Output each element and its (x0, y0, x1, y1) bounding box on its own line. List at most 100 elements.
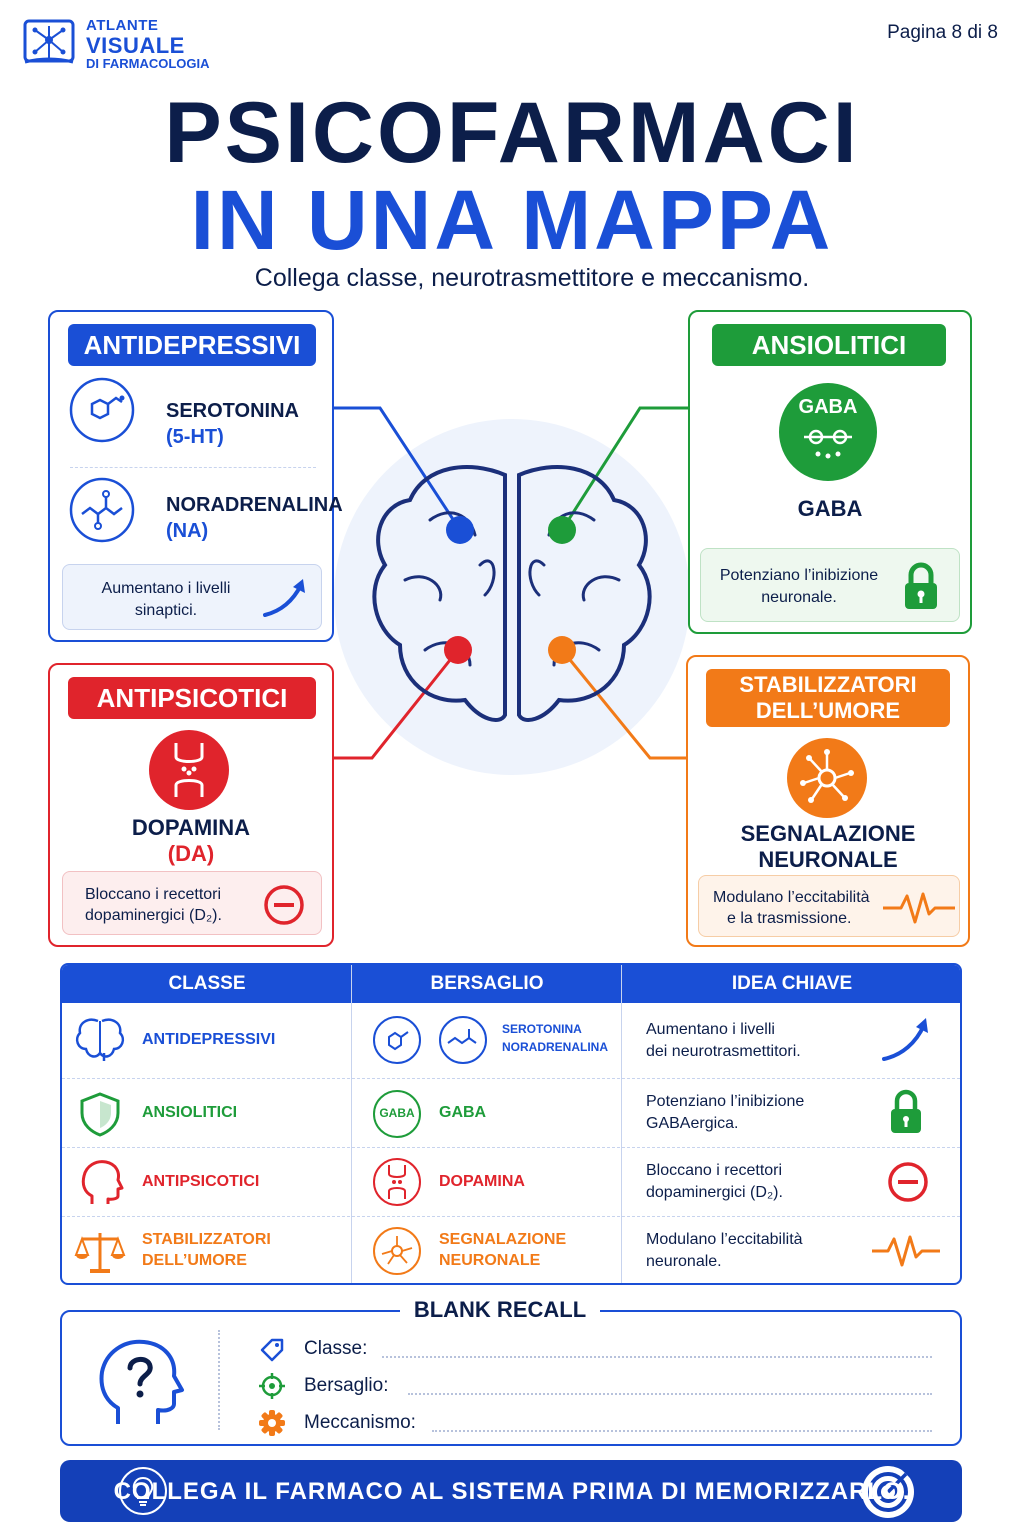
table-row: ANTIDEPRESSIVI SEROTONINA NORADRENALINA … (62, 1003, 960, 1078)
molecule-icon (69, 377, 135, 443)
row-idea-line1: Modulano l’eccitabilità (646, 1231, 803, 1248)
row-classe: ANSIOLITICI (142, 1104, 238, 1121)
gaba-receptor-icon (373, 1090, 421, 1138)
recall-field-meccanismo-label: Meccanismo: (304, 1412, 416, 1433)
row-idea-line1: Aumentano i livelli (646, 1021, 775, 1038)
divider (351, 965, 352, 1283)
card-title: ANTIPSICOTICI (68, 677, 316, 719)
table-header-classe: CLASSE (168, 973, 246, 994)
row-idea-line2: dei neurotrasmettitori. (646, 1043, 801, 1060)
card-ansiolitici: ANSIOLITICI GABA GABA Potenziano l’inibi… (688, 310, 972, 634)
recall-field-bersaglio-label: Bersaglio: (304, 1375, 389, 1396)
row-idea-line2: neuronale. (646, 1253, 722, 1270)
row-idea-line2: GABAergica. (646, 1115, 739, 1132)
divider (62, 1147, 960, 1148)
neuron-network-icon (787, 738, 867, 818)
target-name-1: SEROTONINA (166, 400, 299, 422)
arrow-up-icon (263, 579, 305, 617)
card-note-text: Potenziano l’inibizione neuronale. (719, 567, 879, 606)
card-note-line1: Modulano l’eccitabilità (713, 889, 870, 906)
card-title: STABILIZZATORI DELL’UMORE (706, 669, 950, 727)
row-idea-line1: Potenziano l’inibizione (646, 1093, 805, 1110)
molecule-icon (69, 477, 135, 543)
row-bersaglio-line1: SEROTONINA (502, 1022, 582, 1036)
logo-line1: ATLANTE (86, 17, 159, 34)
card-antidepressivi: ANTIDEPRESSIVI SEROTONINA (5-HT) NORADRE… (48, 310, 343, 642)
card-target-abbr: (DA) (167, 841, 215, 866)
divider (70, 467, 316, 468)
divider (218, 1330, 220, 1430)
footer-banner (60, 1460, 962, 1522)
row-classe: ANTIDEPRESSIVI (142, 1031, 276, 1048)
pulse-icon (872, 1235, 940, 1267)
divider (62, 1216, 960, 1217)
target-abbr-1: (5-HT) (166, 426, 224, 448)
minus-circle-icon (888, 1162, 928, 1202)
book-network-icon (22, 18, 76, 70)
card-note-line1: Bloccano i recettori (85, 886, 222, 903)
row-bersaglio-line1: SEGNALAZIONE (439, 1231, 567, 1248)
footer-text: COLLEGA IL FARMACO AL SISTEMA PRIMA DI M… (113, 1478, 911, 1505)
card-stabilizzatori: STABILIZZATORI DELL’UMORE SEGNALAZIONE N… (686, 655, 970, 947)
lock-icon (891, 1089, 921, 1133)
synapse-icon (149, 730, 229, 810)
card-title-line2: DELL’UMORE (755, 698, 901, 723)
molecule-icon (439, 1016, 487, 1064)
table-row: ANTIPSICOTICI DOPAMINA Bloccano i recett… (62, 1148, 960, 1216)
recall-field-meccanismo-input[interactable] (432, 1430, 932, 1432)
recall-field-classe-input[interactable] (382, 1356, 932, 1358)
logo-line3: DI FARMACOLOGIA (86, 55, 210, 71)
shield-icon (80, 1092, 120, 1137)
row-bersaglio: DOPAMINA (439, 1173, 525, 1190)
card-title-line1: STABILIZZATORI (739, 672, 917, 697)
gear-icon (259, 1410, 285, 1436)
card-target-line1: SEGNALAZIONE (740, 821, 916, 846)
page-indicator: Pagina 8 di 8 (887, 22, 998, 43)
table-header-bersaglio: BERSAGLIO (430, 973, 544, 994)
card-note-text: Aumentano i livelli sinaptici. (101, 580, 231, 619)
card-note: Aumentano i livelli sinaptici. (62, 564, 322, 630)
recall-field-classe-label: Classe: (304, 1338, 368, 1359)
arrow-up-icon (882, 1018, 928, 1061)
pulse-icon (883, 892, 955, 924)
gaba-receptor-icon (779, 383, 877, 481)
card-note: Potenziano l’inibizione neuronale. (700, 548, 960, 622)
tag-icon (260, 1338, 284, 1362)
minus-circle-icon (264, 885, 304, 925)
row-bersaglio-line2: NEURONALE (439, 1252, 541, 1269)
divider (621, 965, 622, 1283)
target-name-2: NORADRENALINA (166, 494, 343, 516)
brain-icon (75, 1018, 125, 1061)
card-antipsicotici: ANTIPSICOTICI DOPAMINA (DA) Bloccano i r… (48, 663, 334, 947)
card-note-line2: e la trasmissione. (727, 910, 852, 927)
row-idea-line1: Bloccano i recettori (646, 1162, 783, 1179)
summary-table: CLASSE BERSAGLIO IDEA CHIAVE ANTIDEPRESS… (60, 963, 962, 1285)
card-note-line2: dopaminergici (D₂). (85, 907, 222, 924)
card-target: DOPAMINA (131, 815, 251, 840)
card-note: Modulano l’eccitabilità e la trasmission… (698, 875, 960, 937)
row-idea-line2: dopaminergici (D₂). (646, 1184, 783, 1201)
page-title-line2: IN UNA MAPPA (190, 173, 834, 267)
blank-recall-panel: Classe: Bersaglio: Meccanismo: (60, 1310, 962, 1446)
table-header-idea: IDEA CHIAVE (731, 973, 853, 994)
molecule-icon (373, 1016, 421, 1064)
lock-icon (905, 562, 937, 609)
gaba-icon-label: GABA (379, 1106, 415, 1120)
card-note: Bloccano i recettori dopaminergici (D₂). (62, 871, 322, 935)
row-classe-line2: DELL’UMORE (142, 1252, 247, 1269)
synapse-icon (373, 1158, 421, 1206)
lightbulb-icon (119, 1467, 167, 1515)
target-icon (259, 1373, 285, 1399)
neuron-network-icon (373, 1227, 421, 1275)
recall-title: BLANK RECALL (400, 1297, 600, 1323)
card-title: ANTIDEPRESSIVI (68, 324, 316, 366)
logo-line2: VISUALE (86, 32, 185, 58)
logo-wordmark: ATLANTE VISUALE DI FARMACOLOGIA (86, 18, 210, 70)
table-row: STABILIZZATORI DELL’UMORE SEGNALAZIONE N… (62, 1217, 960, 1283)
recall-field-bersaglio-input[interactable] (408, 1393, 932, 1395)
divider (62, 1078, 960, 1079)
gaba-icon-label: GABA (798, 396, 858, 418)
page-subtitle: Collega classe, neurotrasmettitore e mec… (254, 264, 810, 292)
table-row: ANSIOLITICI GABA GABA Potenziano l’inibi… (62, 1079, 960, 1147)
target-abbr-2: (NA) (166, 520, 209, 542)
